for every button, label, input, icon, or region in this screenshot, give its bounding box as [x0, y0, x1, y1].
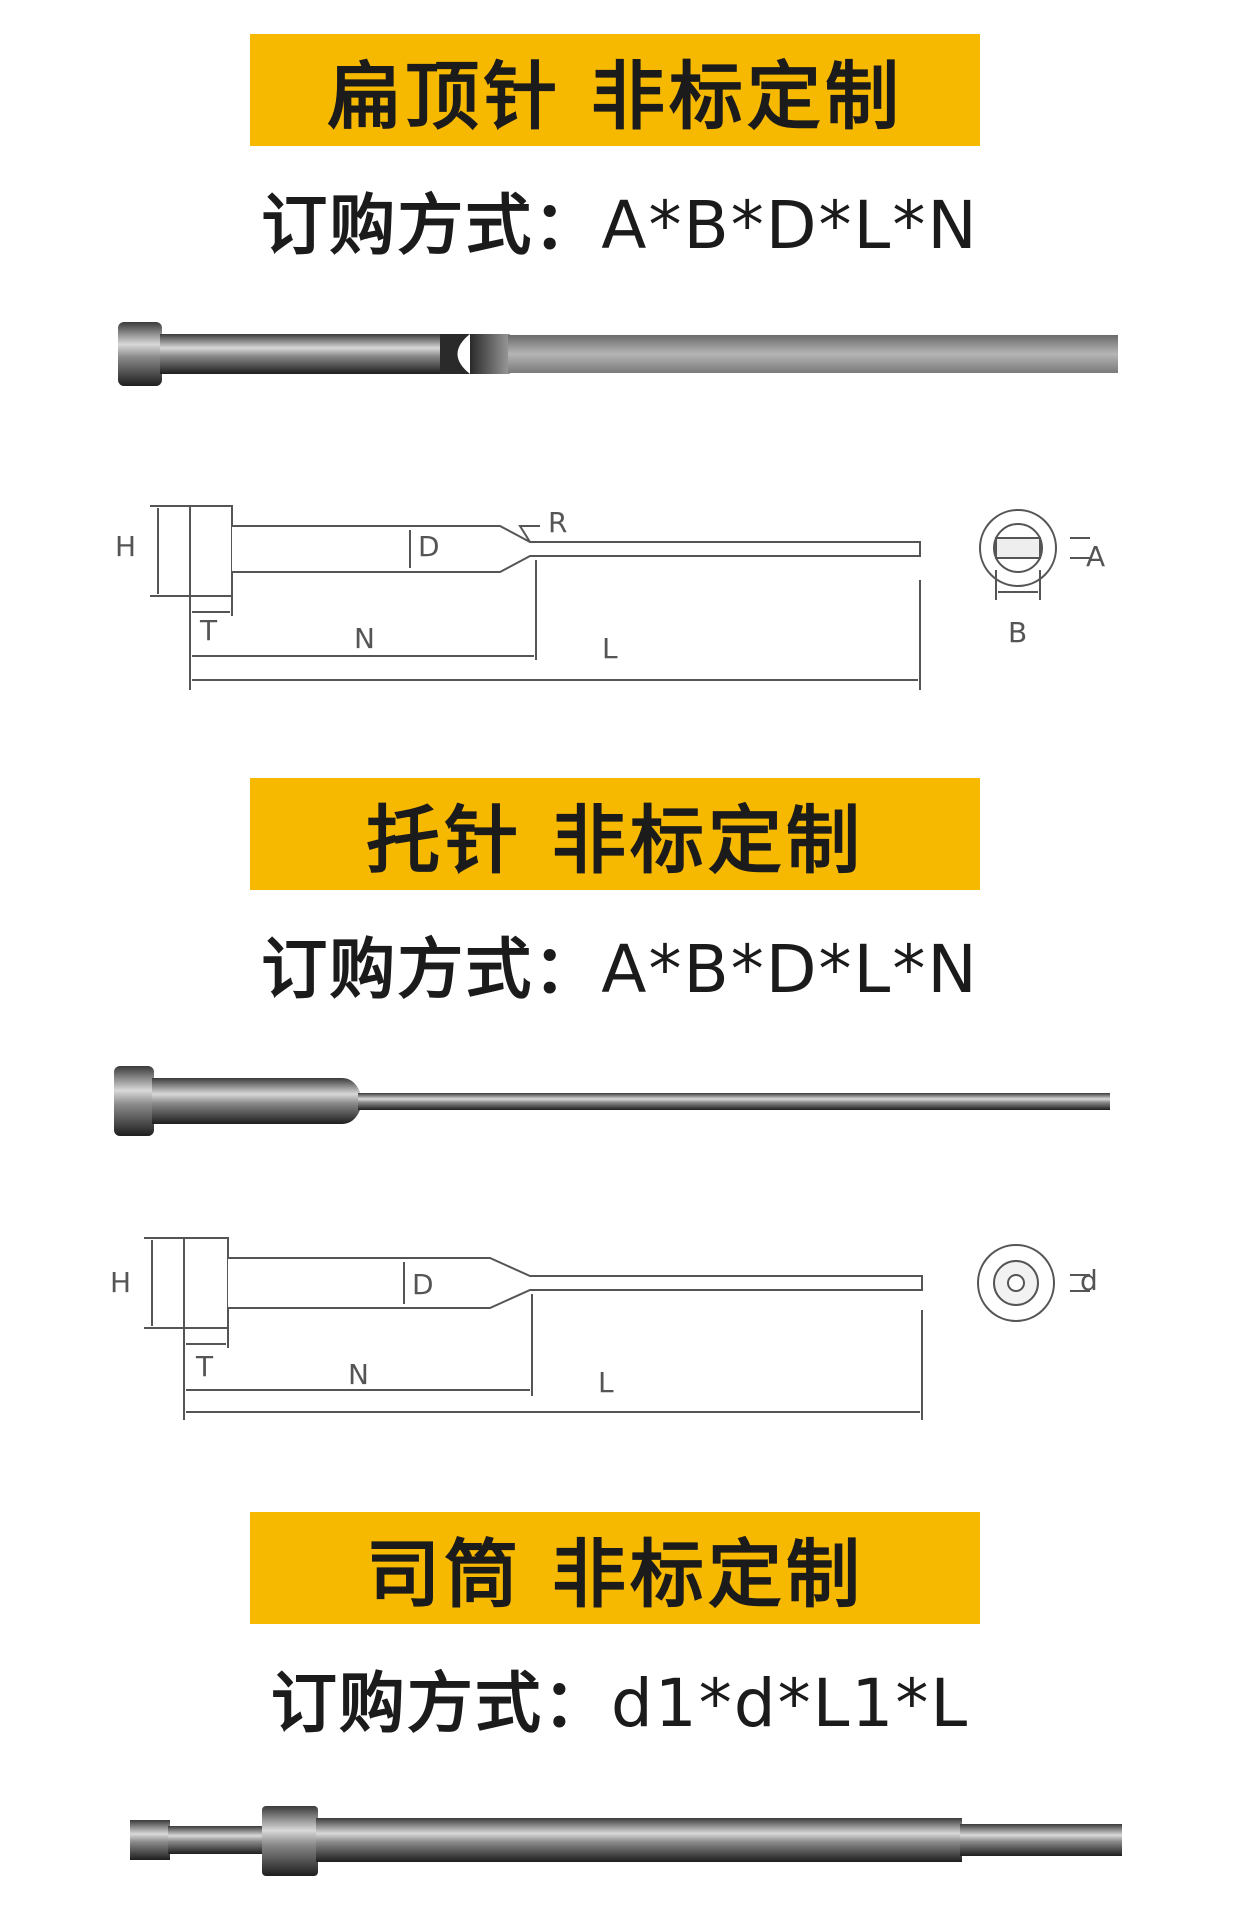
section1-title-banner: 扁顶针 非标定制 — [250, 34, 980, 146]
flat-ejector-pin-drawing — [150, 505, 1090, 690]
section3-order-code: d1*d*L1*L — [610, 1665, 970, 1742]
section2-order-code: A*B*D*L*N — [601, 931, 979, 1008]
dim-B-label: B — [1008, 616, 1028, 649]
section2-order-label: 订购方式： — [261, 931, 602, 1008]
section3-order-line: 订购方式：d1*d*L1*L — [0, 1650, 1240, 1746]
section1-order-code: A*B*D*L*N — [601, 187, 979, 264]
section2-order-line: 订购方式：A*B*D*L*N — [0, 916, 1240, 1012]
dim-N-label: N — [354, 622, 375, 655]
dim-H-label: H — [115, 530, 137, 563]
dim2-L-label: L — [598, 1366, 614, 1399]
section3-title-banner: 司筒 非标定制 — [250, 1512, 980, 1624]
section1-order-label: 订购方式： — [261, 187, 602, 264]
dim-T-label: T — [200, 614, 218, 647]
section3-title: 司筒 非标定制 — [366, 1531, 864, 1618]
section1-title: 扁顶针 非标定制 — [327, 53, 903, 140]
dim2-H-label: H — [110, 1266, 132, 1299]
dim-A-label: A — [1086, 540, 1106, 573]
section1-order-line: 订购方式：A*B*D*L*N — [0, 172, 1240, 268]
section2-title: 托针 非标定制 — [366, 797, 864, 884]
dim2-D-label: D — [412, 1268, 434, 1301]
dim2-d-label: d — [1080, 1264, 1098, 1297]
dim-L-label: L — [602, 632, 618, 665]
dim-R-label: R — [548, 506, 568, 539]
section2-title-banner: 托针 非标定制 — [250, 778, 980, 890]
dim-D-label: D — [418, 530, 440, 563]
flat-ejector-pin-photo — [118, 322, 1118, 386]
ejector-sleeve-photo — [130, 1806, 1122, 1876]
dim2-N-label: N — [348, 1358, 369, 1391]
stepped-ejector-pin-drawing — [144, 1237, 1090, 1420]
section3-order-label: 订购方式： — [270, 1665, 611, 1742]
dim2-T-label: T — [196, 1350, 214, 1383]
stepped-ejector-pin-photo — [114, 1066, 1110, 1136]
